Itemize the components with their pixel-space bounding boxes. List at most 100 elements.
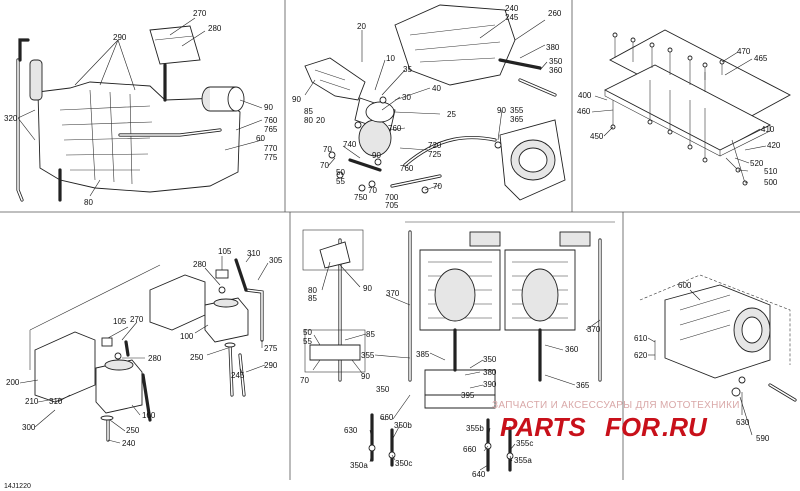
callout: 660 xyxy=(380,413,394,422)
callout: 70 xyxy=(323,145,332,154)
callout: 100 xyxy=(142,411,156,420)
panel2-labels: 240 245 260 380 20 10 35 350 360 40 30 9… xyxy=(292,4,563,210)
callout: 610 xyxy=(634,334,648,343)
panel1-labels: 270 290 280 320 90 760 765 60 770 775 80 xyxy=(4,9,278,207)
callout: 385 xyxy=(416,350,430,359)
callout: 260 xyxy=(548,9,562,18)
callout: 10 xyxy=(386,54,395,63)
callout: 90 xyxy=(292,95,301,104)
panel-dividers xyxy=(0,0,800,480)
callout: 350 xyxy=(376,385,390,394)
callout: 725 xyxy=(428,150,442,159)
callout: 760 xyxy=(388,124,402,133)
callout: 770 xyxy=(264,144,278,153)
panel4-leaders xyxy=(19,253,269,444)
callout: 355a xyxy=(514,456,532,465)
callout: 270 xyxy=(130,315,144,324)
callout: 360 xyxy=(549,66,563,75)
callout: 50 xyxy=(303,328,312,337)
callout: 210 xyxy=(25,397,39,406)
watermark-logo-ru: .RU xyxy=(662,412,708,442)
panel6-labels: 600 610 620 630 590 xyxy=(634,281,770,443)
callout: 640 xyxy=(472,470,486,479)
callout: 90 xyxy=(363,284,372,293)
callout: 370 xyxy=(386,289,400,298)
callout: 365 xyxy=(510,115,524,124)
callout: 105 xyxy=(113,317,127,326)
callout: 310 xyxy=(49,397,63,406)
callout: 630 xyxy=(344,426,358,435)
watermark-logo-parts: PARTS xyxy=(500,412,586,442)
callout: 520 xyxy=(750,159,764,168)
callout: 25 xyxy=(447,110,456,119)
callout: 30 xyxy=(402,93,411,102)
callout: 280 xyxy=(193,260,207,269)
watermark: ЗАПЧАСТИ И АКСЕССУАРЫ ДЛЯ МОТОТЕХНИКИ PA… xyxy=(492,400,739,442)
callout: 700 xyxy=(385,193,399,202)
panel6-leaders xyxy=(647,289,753,436)
callout: 590 xyxy=(756,434,770,443)
callout: 20 xyxy=(357,22,366,31)
callout: 290 xyxy=(113,33,127,42)
callout: 85 xyxy=(366,330,375,339)
callout: 390 xyxy=(483,380,497,389)
callout: 240 xyxy=(122,439,136,448)
watermark-logo-for: FOR xyxy=(605,412,660,442)
callout: 80 xyxy=(308,286,317,295)
panel-reservoirs xyxy=(29,258,264,442)
callout: 350 xyxy=(549,57,563,66)
callout: 600 xyxy=(678,281,692,290)
callout: 250 xyxy=(190,353,204,362)
panel-mounting-plate xyxy=(604,29,791,186)
callout: 760 xyxy=(264,116,278,125)
callout: 270 xyxy=(193,9,207,18)
callout: 410 xyxy=(761,125,775,134)
panel-twin-engines xyxy=(302,221,615,472)
callout: 395 xyxy=(461,391,475,400)
callout: 355b xyxy=(466,424,484,433)
callout: 20 xyxy=(316,116,325,125)
callout: 90 xyxy=(497,106,506,115)
panel-pump xyxy=(639,274,797,402)
callout: 355c xyxy=(516,439,533,448)
callout: 80 xyxy=(304,116,313,125)
callout: 40 xyxy=(432,84,441,93)
panel3-leaders xyxy=(591,51,767,184)
panel-intake xyxy=(304,4,566,201)
callout: 750 xyxy=(354,193,368,202)
callout: 90 xyxy=(372,151,381,160)
panel5-labels: 90 80 85 370 85 50 55 70 90 355 385 350 … xyxy=(300,284,601,479)
callout: 740 xyxy=(343,140,357,149)
callout: 660 xyxy=(463,445,477,454)
panel4-labels: 105 310 280 305 270 105 100 250 275 280 … xyxy=(6,247,283,448)
panel1-leaders xyxy=(17,17,263,197)
callout: 450 xyxy=(590,132,604,141)
callout: 70 xyxy=(433,182,442,191)
callout: 90 xyxy=(264,103,273,112)
callout: 60 xyxy=(256,134,265,143)
callout: 765 xyxy=(264,125,278,134)
callout: 760 xyxy=(400,164,414,173)
callout: 250 xyxy=(126,426,140,435)
callout: 470 xyxy=(737,47,751,56)
callout: 380 xyxy=(546,43,560,52)
callout: 280 xyxy=(208,24,222,33)
callout: 500 xyxy=(764,178,778,187)
callout: 320 xyxy=(4,114,18,123)
callout: 400 xyxy=(578,91,592,100)
callout: 100 xyxy=(180,332,194,341)
callout: 350b xyxy=(394,421,412,430)
callout: 200 xyxy=(6,378,20,387)
callout: 85 xyxy=(304,107,313,116)
drawing-code: 14J1220 xyxy=(4,483,31,490)
callout: 300 xyxy=(22,423,36,432)
callout: 70 xyxy=(320,161,329,170)
panel2-leaders xyxy=(304,19,548,191)
callout: 240 xyxy=(505,4,519,13)
callout: 90 xyxy=(361,372,370,381)
callout: 80 xyxy=(84,198,93,207)
callout: 620 xyxy=(634,351,648,360)
callout: 35 xyxy=(403,65,412,74)
